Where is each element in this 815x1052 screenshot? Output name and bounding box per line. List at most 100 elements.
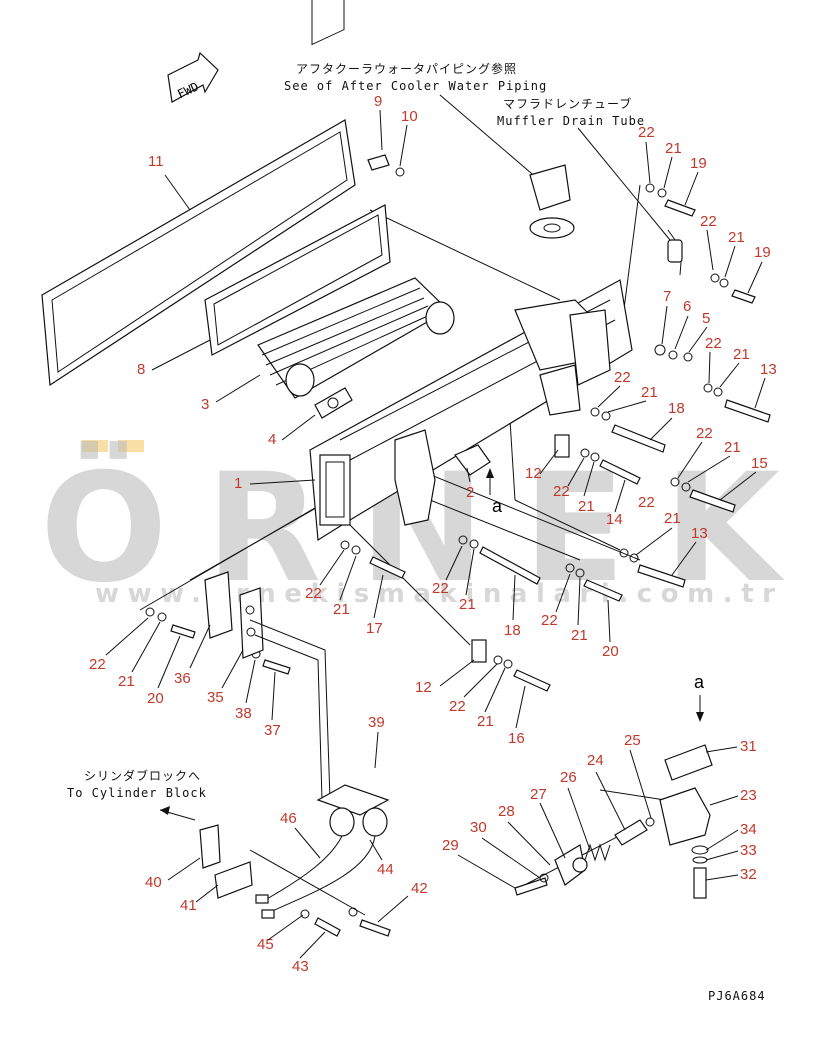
elbow-cover [529, 164, 575, 239]
label-part: 22 [305, 585, 322, 602]
note-aftercooler-jp: アフタクーラウォータパイピング参照 [296, 61, 517, 76]
label-part: 15 [751, 455, 768, 472]
label-part: 16 [508, 730, 525, 747]
leader-lines [105, 109, 766, 959]
label-part: 42 [411, 880, 428, 897]
label-part: 13 [760, 361, 777, 378]
label-part: 39 [368, 714, 385, 731]
label-part: 35 [207, 689, 224, 706]
svg-text:a: a [694, 672, 705, 692]
label-part: 18 [504, 622, 521, 639]
label-part: 22 [700, 213, 717, 230]
label-part: 17 [366, 620, 383, 637]
label-part: 12 [415, 679, 432, 696]
label-part: 37 [264, 722, 281, 739]
label-part: 21 [728, 229, 745, 246]
label-part: 21 [641, 384, 658, 401]
label-part: 22 [638, 494, 655, 511]
label-part: 43 [292, 958, 309, 975]
label-part: 11 [148, 153, 164, 170]
label-part: 27 [530, 786, 547, 803]
label-part: 22 [696, 425, 713, 442]
label-part: 45 [257, 936, 274, 953]
label-part: 40 [145, 874, 162, 891]
label-part: 26 [560, 769, 577, 786]
label-part: 7 [663, 288, 671, 305]
label-part: 41 [180, 897, 197, 914]
drawing-code: PJ6A684 [708, 989, 766, 1003]
label-part: 20 [147, 690, 164, 707]
label-part: 46 [280, 810, 297, 827]
watermark-accent-2 [118, 440, 144, 452]
view-a-marker-lower: a [694, 672, 705, 722]
label-part: 14 [606, 511, 623, 528]
label-part: 22 [705, 335, 722, 352]
label-part: 30 [470, 819, 487, 836]
label-part: 31 [740, 738, 757, 755]
label-part: 21 [724, 439, 741, 456]
label-part: 23 [740, 787, 757, 804]
aftercooler-core-3 [257, 277, 455, 399]
label-part: 21 [333, 601, 350, 618]
fwd-arrow-icon: FWD [167, 51, 219, 103]
note-muffler-jp: マフラドレンチューブ [503, 96, 632, 111]
note-aftercooler-en: See of After Cooler Water Piping [284, 79, 547, 93]
bracket-2 [454, 444, 491, 476]
label-part: 21 [118, 673, 135, 690]
label-part: 21 [571, 627, 588, 644]
label-part: 19 [690, 155, 707, 172]
label-part: 22 [449, 698, 466, 715]
label-part: 1 [234, 475, 242, 492]
label-part: 5 [702, 310, 710, 327]
bolts-upper [170, 154, 771, 692]
svg-text:a: a [492, 496, 503, 516]
label-part: 8 [137, 361, 145, 378]
label-part: 10 [401, 108, 418, 125]
label-part: 22 [541, 612, 558, 629]
plates-12 [471, 434, 570, 663]
label-part: 21 [733, 346, 750, 363]
label-part: 28 [498, 803, 515, 820]
label-part: 22 [638, 124, 655, 141]
view-a-marker-upper: a [486, 468, 503, 516]
label-part: 13 [691, 525, 708, 542]
label-part: 44 [377, 861, 394, 878]
thermostat-housing [514, 299, 611, 416]
label-part: 6 [683, 298, 691, 315]
label-part: 32 [740, 866, 757, 883]
label-part: 38 [235, 705, 252, 722]
label-part: 21 [578, 498, 595, 515]
label-part: 3 [201, 396, 209, 413]
harness-39 [249, 619, 390, 913]
note-muffler-en: Muffler Drain Tube [497, 114, 645, 128]
label-part: 21 [459, 596, 476, 613]
bracket-40-41 [199, 824, 275, 919]
label-part: 22 [614, 369, 631, 386]
label-part: 20 [602, 643, 619, 660]
label-part: 29 [442, 837, 459, 854]
note-cylinder-jp: シリンダブロックへ [84, 768, 201, 783]
gasket-11 [41, 0, 356, 387]
label-part: 21 [477, 713, 494, 730]
muffler-drain-tube [667, 229, 683, 276]
part-labels: 9 10 11 8 3 4 1 22 21 19 22 21 19 7 6 5 … [89, 93, 777, 975]
washers-upper [145, 167, 729, 669]
label-part: 4 [268, 431, 276, 448]
label-part: 36 [174, 670, 191, 687]
bolts-lower-left [300, 907, 391, 937]
label-part: 33 [740, 842, 757, 859]
label-part: 9 [374, 93, 382, 110]
label-part: 25 [624, 732, 641, 749]
label-part: 24 [587, 752, 604, 769]
label-part: 2 [466, 484, 474, 501]
label-part: 22 [432, 580, 449, 597]
watermark-accent-1 [82, 440, 108, 452]
label-part: 21 [665, 140, 682, 157]
note-cylinder-en: To Cylinder Block [67, 786, 207, 800]
label-part: 12 [525, 465, 542, 482]
label-part: 22 [89, 656, 106, 673]
label-part: 22 [553, 483, 570, 500]
label-part: 21 [664, 510, 681, 527]
